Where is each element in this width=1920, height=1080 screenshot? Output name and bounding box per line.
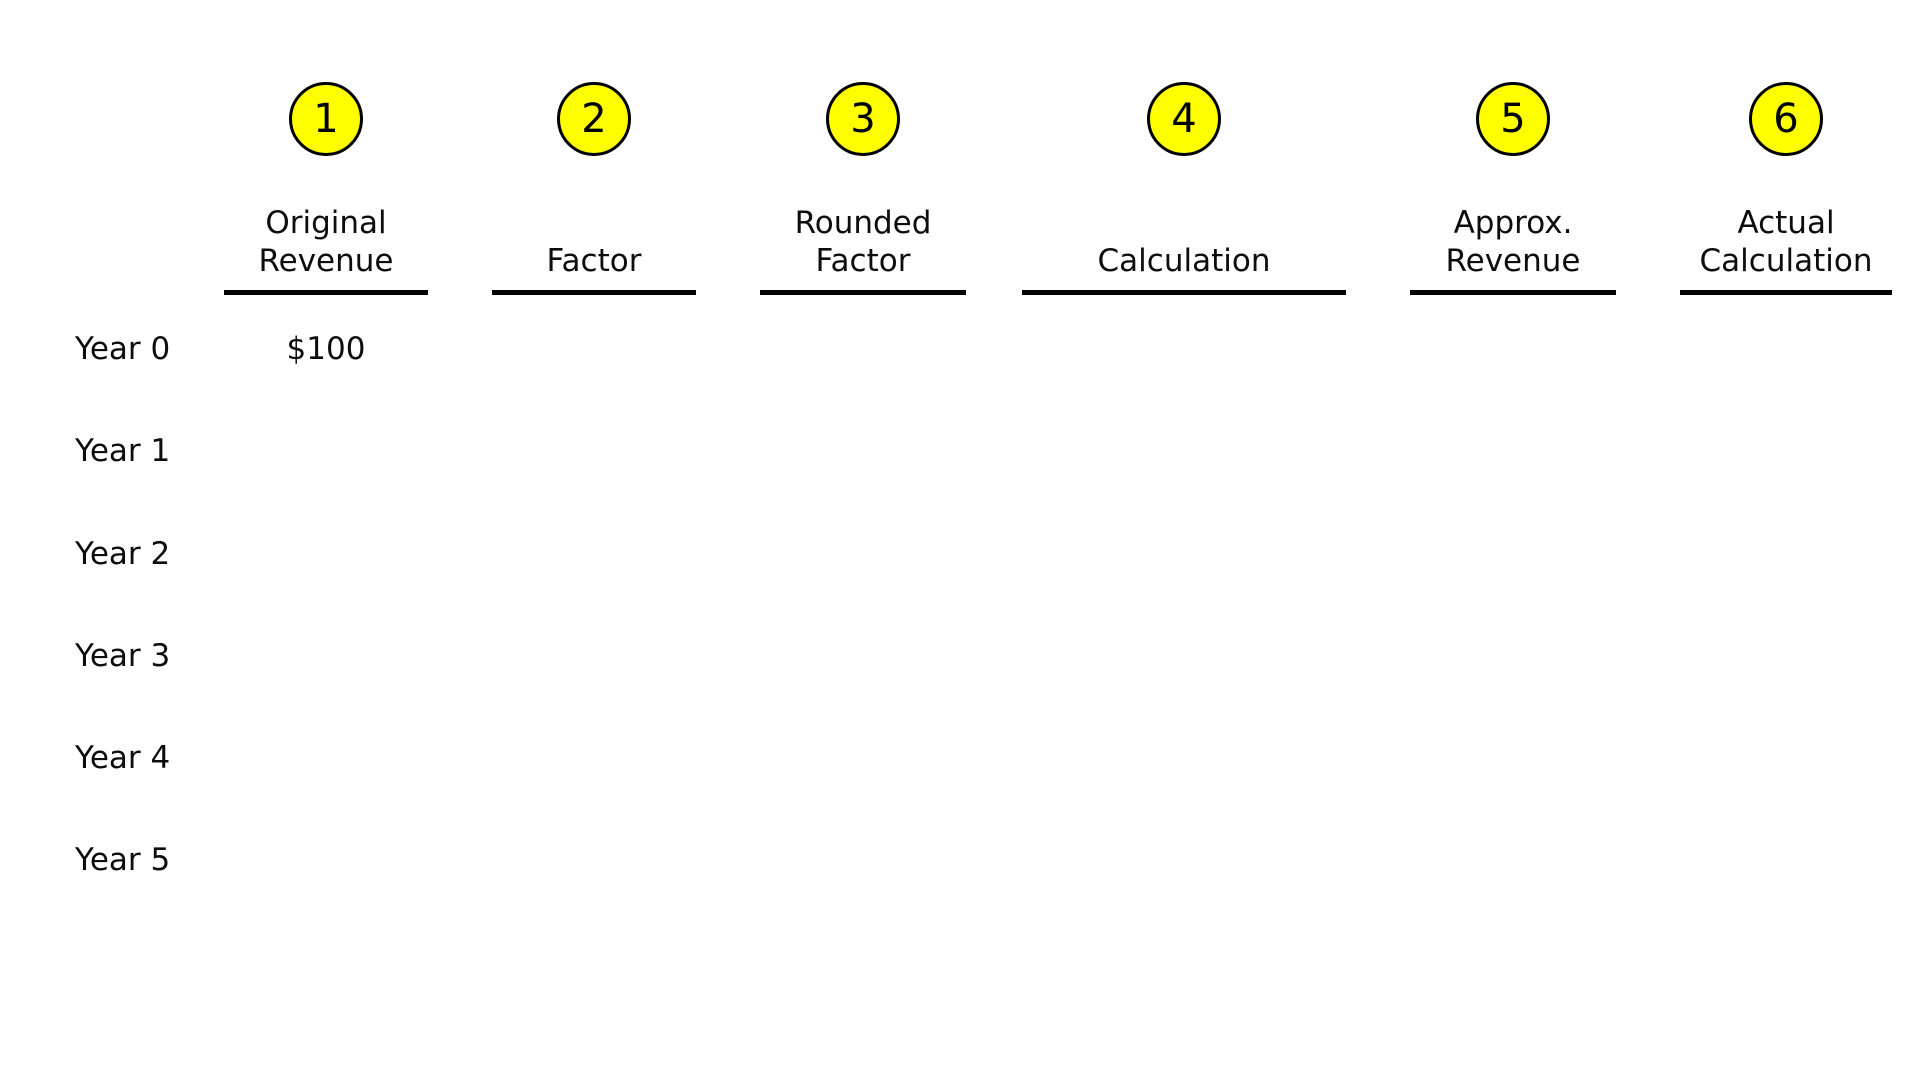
column-header-rule-6 (1680, 290, 1892, 295)
cell-year-0-original-revenue[interactable]: $100 (286, 331, 366, 367)
cell-year-5-actual-calculation[interactable] (1680, 845, 1892, 887)
badge-wrap-6: 6 (1680, 82, 1892, 156)
column-header-rule-1 (224, 290, 428, 295)
cell-year-1-factor[interactable] (492, 436, 696, 478)
cell-year-0-calculation[interactable] (1022, 334, 1346, 376)
column-header-1: 1 Original Revenue (224, 0, 428, 295)
badge-wrap-5: 5 (1410, 82, 1616, 156)
step-badge-6[interactable]: 6 (1749, 82, 1823, 156)
cell-year-2-original-revenue[interactable] (224, 539, 428, 581)
cell-year-0-factor[interactable] (492, 334, 696, 376)
column-header-2: 2 Factor (492, 0, 696, 295)
cell-year-2-calculation[interactable] (1022, 539, 1346, 581)
cell-year-2-rounded-factor[interactable] (760, 539, 966, 581)
column-header-label-4: Calculation (1097, 243, 1271, 280)
cell-year-1-rounded-factor[interactable] (760, 436, 966, 478)
cell-year-5-factor[interactable] (492, 845, 696, 887)
column-header-4: 4 Calculation (1022, 0, 1346, 295)
badge-wrap-1: 1 (224, 82, 428, 156)
cell-year-5-approx-revenue[interactable] (1410, 845, 1616, 887)
cell-year-3-original-revenue[interactable] (224, 641, 428, 683)
row-label-year-1: Year 1 (75, 433, 171, 469)
cell-year-4-actual-calculation[interactable] (1680, 743, 1892, 785)
cell-year-0-actual-calculation[interactable] (1680, 334, 1892, 376)
badge-wrap-4: 4 (1022, 82, 1346, 156)
column-header-6: 6 Actual Calculation (1680, 0, 1892, 295)
cell-year-4-approx-revenue[interactable] (1410, 743, 1616, 785)
step-badge-2[interactable]: 2 (557, 82, 631, 156)
cell-year-2-actual-calculation[interactable] (1680, 539, 1892, 581)
cell-year-3-rounded-factor[interactable] (760, 641, 966, 683)
step-badge-5[interactable]: 5 (1476, 82, 1550, 156)
cell-year-3-calculation[interactable] (1022, 641, 1346, 683)
column-header-label-3: Rounded Factor (794, 205, 932, 280)
row-label-year-3: Year 3 (75, 638, 171, 674)
column-header-label-1: Original Revenue (258, 205, 394, 280)
row-label-year-2: Year 2 (75, 536, 171, 572)
badge-wrap-3: 3 (760, 82, 966, 156)
column-header-rule-3 (760, 290, 966, 295)
cell-year-2-approx-revenue[interactable] (1410, 539, 1616, 581)
cell-year-1-original-revenue[interactable] (224, 436, 428, 478)
column-header-rule-5 (1410, 290, 1616, 295)
cell-year-4-original-revenue[interactable] (224, 743, 428, 785)
table-header-row: 1 Original Revenue 2 Factor 3 Rounded Fa… (0, 0, 1920, 300)
column-header-5: 5 Approx. Revenue (1410, 0, 1616, 295)
cell-year-3-actual-calculation[interactable] (1680, 641, 1892, 683)
cell-year-0-rounded-factor[interactable] (760, 334, 966, 376)
step-badge-3[interactable]: 3 (826, 82, 900, 156)
row-label-year-5: Year 5 (75, 842, 171, 878)
step-badge-4[interactable]: 4 (1147, 82, 1221, 156)
cell-year-3-factor[interactable] (492, 641, 696, 683)
cell-year-5-calculation[interactable] (1022, 845, 1346, 887)
cell-year-2-factor[interactable] (492, 539, 696, 581)
badge-wrap-2: 2 (492, 82, 696, 156)
cell-year-1-calculation[interactable] (1022, 436, 1346, 478)
cell-year-4-rounded-factor[interactable] (760, 743, 966, 785)
column-header-rule-4 (1022, 290, 1346, 295)
cell-year-5-original-revenue[interactable] (224, 845, 428, 887)
row-label-year-4: Year 4 (75, 740, 171, 776)
cell-year-1-approx-revenue[interactable] (1410, 436, 1616, 478)
cell-year-5-rounded-factor[interactable] (760, 845, 966, 887)
cell-year-0-approx-revenue[interactable] (1410, 334, 1616, 376)
cell-year-4-factor[interactable] (492, 743, 696, 785)
column-header-3: 3 Rounded Factor (760, 0, 966, 295)
column-header-label-2: Factor (546, 243, 642, 280)
column-header-label-5: Approx. Revenue (1445, 205, 1581, 280)
column-header-label-6: Actual Calculation (1699, 205, 1873, 280)
cell-year-4-calculation[interactable] (1022, 743, 1346, 785)
cell-year-1-actual-calculation[interactable] (1680, 436, 1892, 478)
column-header-rule-2 (492, 290, 696, 295)
cell-year-3-approx-revenue[interactable] (1410, 641, 1616, 683)
row-label-year-0: Year 0 (75, 331, 171, 367)
step-badge-1[interactable]: 1 (289, 82, 363, 156)
